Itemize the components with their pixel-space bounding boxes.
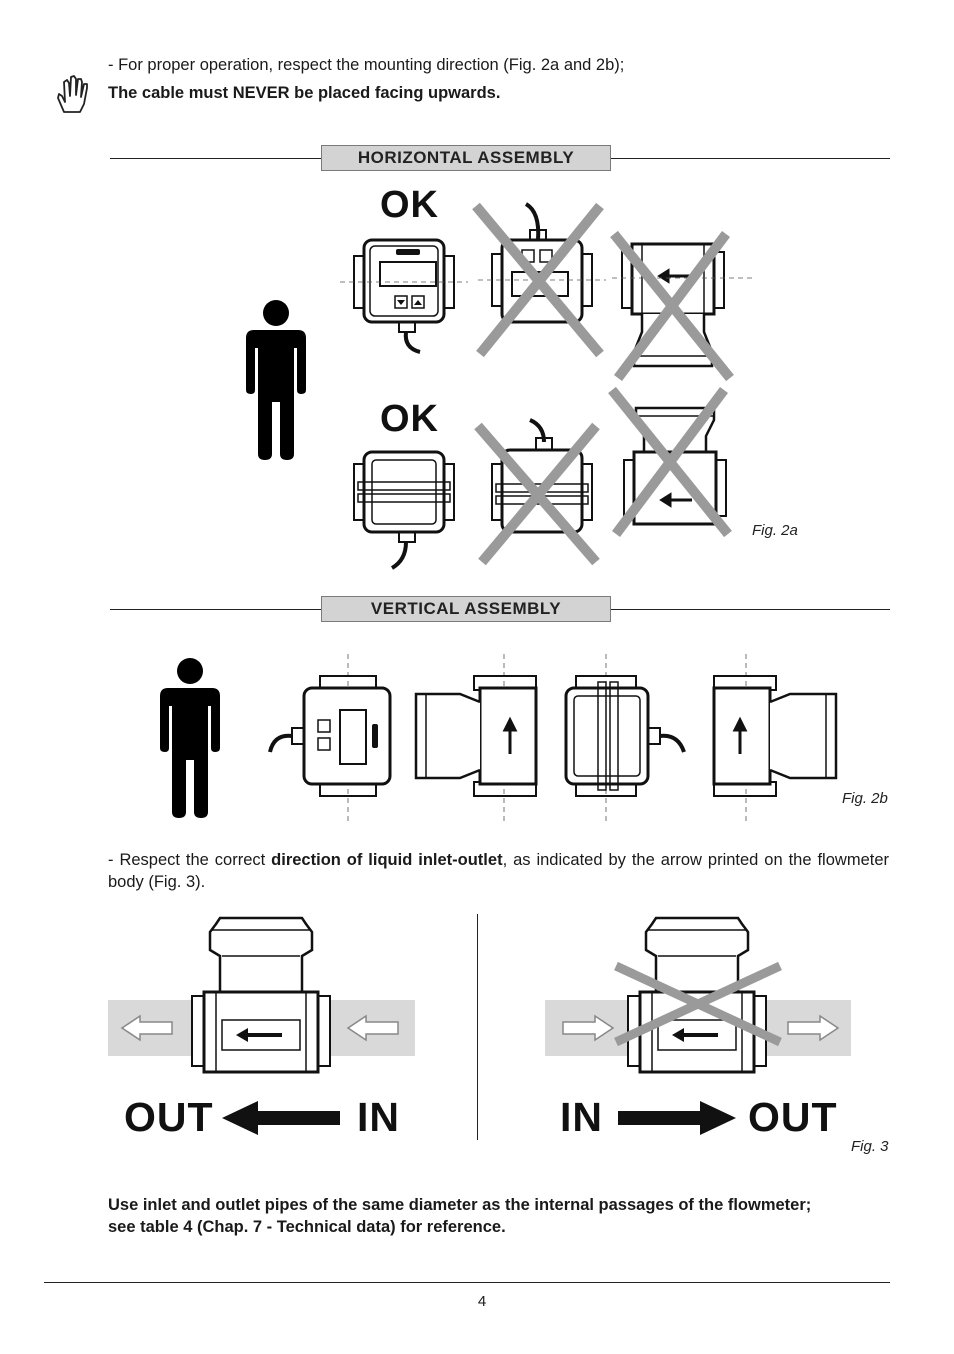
direction-text-part2: , as indicated by the arrow printed on t… [108,851,889,891]
flowmeter-correct-flow [191,916,331,1074]
flowmeter-vertical-side [414,654,538,824]
ok-label-top: OK [380,184,439,226]
x-cross-icon [610,230,734,382]
standing-person-icon [160,658,220,818]
flow-arrow-icon [787,1014,840,1042]
flowmeter-vertical-back [564,654,686,824]
note-line-1: Use inlet and outlet pipes of the same d… [108,1196,812,1214]
flowmeter-vertical-front [268,654,392,824]
x-cross-icon [474,422,600,566]
flowmeter-back-ok [353,450,455,570]
ok-label-bottom: OK [380,398,439,440]
page-number: 4 [477,1293,487,1310]
flowmeter-vertical-side-mirrored [712,654,838,824]
x-cross-icon [608,386,732,538]
horizontal-assembly-label: HORIZONTAL ASSEMBLY [321,145,611,171]
hand-stop-icon [57,75,88,113]
intro-line-2: The cable must NEVER be placed facing up… [108,84,501,102]
direction-text-part1: - Respect the correct [108,851,272,869]
direction-paragraph: - Respect the correct direction of liqui… [108,849,889,893]
flow-arrow-icon [120,1014,173,1042]
flow-arrow-icon [222,1101,340,1135]
fig-3-caption: Fig. 3 [851,1138,889,1155]
flow-arrow-icon [618,1101,736,1135]
standing-person-icon [246,300,306,460]
left-in-label: IN [357,1094,400,1140]
fig-2a-caption: Fig. 2a [752,522,798,539]
x-cross-icon [614,961,782,1047]
fig3-divider [477,914,478,1140]
fig-2b-caption: Fig. 2b [842,790,888,807]
right-out-label: OUT [748,1094,838,1140]
x-cross-icon [472,202,604,358]
note-line-2: see table 4 (Chap. 7 - Technical data) f… [108,1218,506,1236]
footer-divider [44,1282,890,1283]
intro-line-1: - For proper operation, respect the moun… [108,56,625,74]
direction-text-bold: direction of liquid inlet-outlet [271,851,503,869]
flow-arrow-icon [346,1014,399,1042]
flow-arrow-icon [562,1014,615,1042]
vertical-assembly-label: VERTICAL ASSEMBLY [321,596,611,622]
left-out-label: OUT [124,1094,214,1140]
flowmeter-front-ok [340,238,468,354]
right-in-label: IN [560,1094,603,1140]
